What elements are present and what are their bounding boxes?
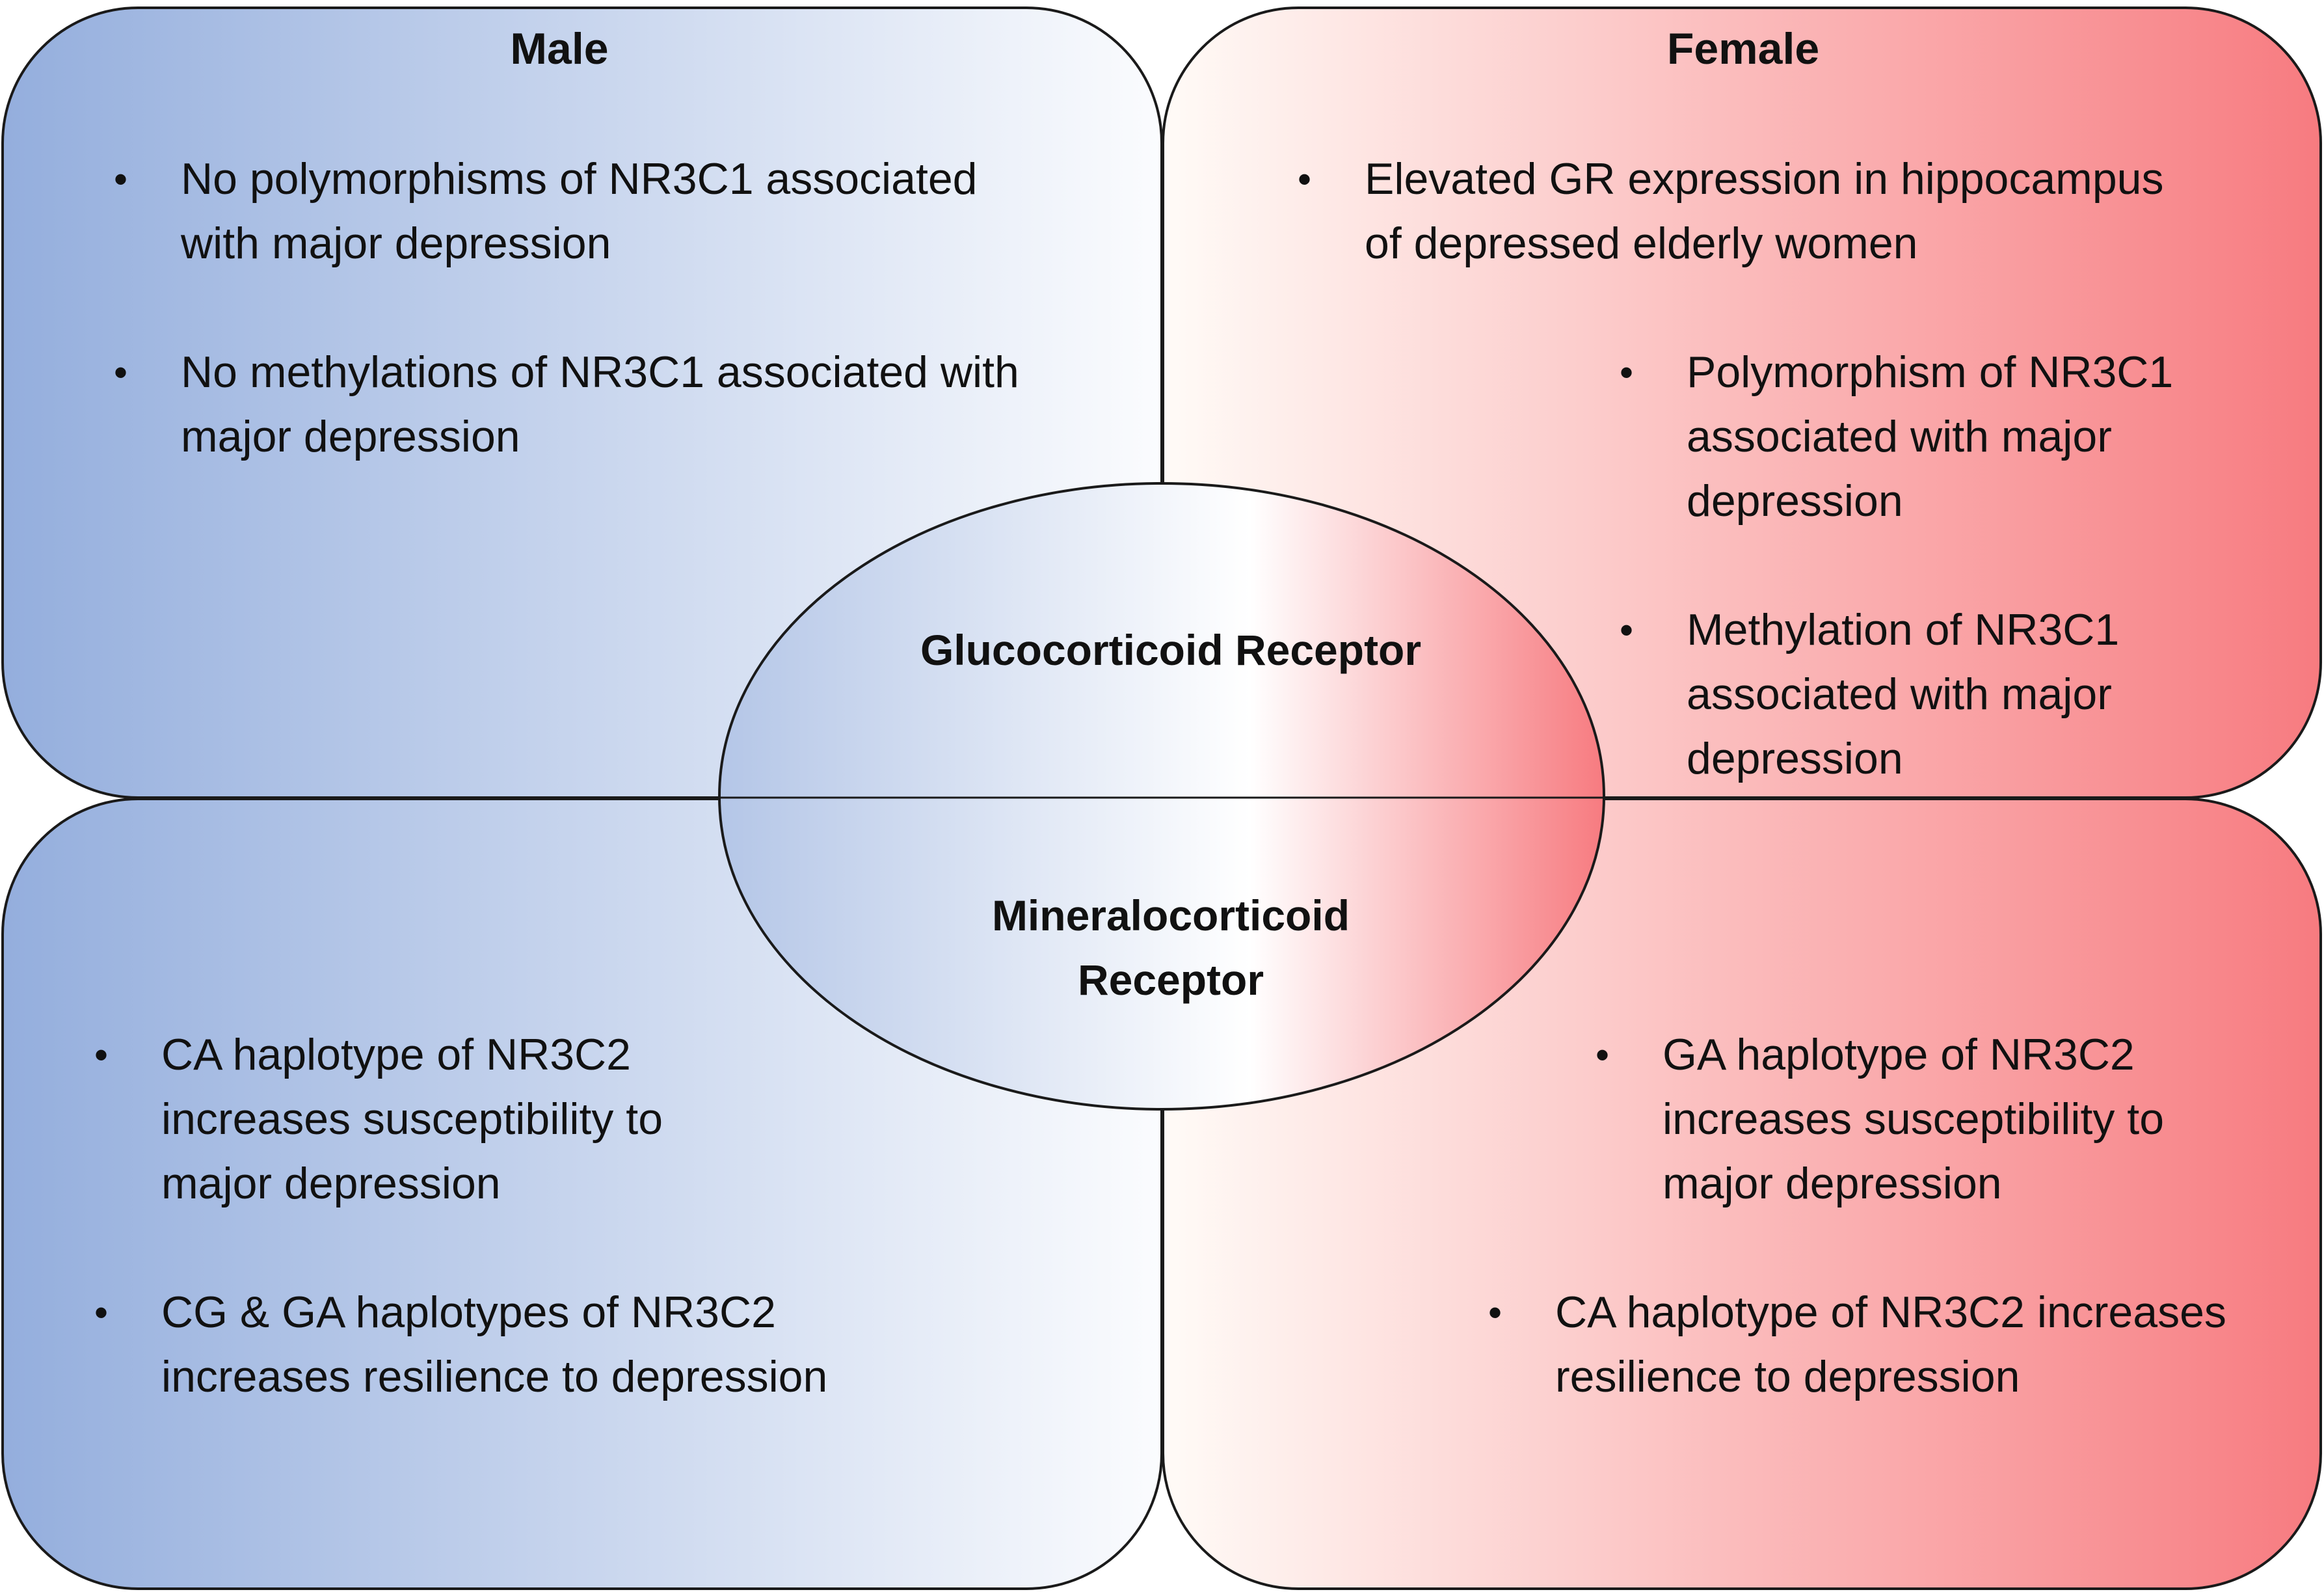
bullet-icon: • — [1298, 157, 1312, 201]
female-gr-bullet-1: • Elevated GR expression in hippocampus … — [1298, 147, 2195, 276]
bullet-icon: • — [1596, 1033, 1610, 1077]
female-mr-bullet-2: • CA haplotype of NR3C2 increases resili… — [1488, 1280, 2295, 1409]
female-heading: Female — [1666, 24, 1820, 74]
male-mr-bullet-1: • CA haplotype of NR3C2 increases suscep… — [94, 1023, 751, 1216]
mineralocorticoid-receptor-label: Mineralocorticoid Receptor — [991, 891, 1350, 1004]
glucocorticoid-receptor-label: Glucocorticoid Receptor — [920, 626, 1422, 674]
female-gr-bullet-2: • Polymorphism of NR3C1 associated with … — [1620, 340, 2244, 533]
bullet-icon: • — [114, 157, 128, 201]
male-heading: Male — [510, 24, 609, 74]
male-mr-bullet-2: • CG & GA haplotypes of NR3C2 increases … — [94, 1280, 940, 1409]
bullet-text: Elevated GR expression in hippocampus of… — [1365, 154, 2164, 268]
bullet-icon: • — [94, 1033, 109, 1077]
bullet-text: No methylations of NR3C1 associated with… — [181, 347, 1019, 461]
bullet-text: No polymorphisms of NR3C1 associated wit… — [181, 154, 978, 268]
bullet-icon: • — [1620, 351, 1634, 394]
bullet-text: CA haplotype of NR3C2 increases resilien… — [1555, 1288, 2226, 1401]
bullet-text: CG & GA haplotypes of NR3C2 increases re… — [161, 1288, 828, 1401]
female-gr-bullet-3: • Methylation of NR3C1 associated with m… — [1620, 598, 2244, 791]
male-gr-bullet-2: • No methylations of NR3C1 associated wi… — [114, 340, 1057, 469]
female-mr-bullet-1: • GA haplotype of NR3C2 increases suscep… — [1596, 1023, 2265, 1216]
receptor-oval-graphic — [718, 482, 1605, 1111]
bullet-text: Methylation of NR3C1 associated with maj… — [1687, 605, 2120, 783]
bullet-text: Polymorphism of NR3C1 associated with ma… — [1687, 347, 2174, 526]
receptor-oval — [717, 481, 1606, 1111]
male-gr-bullet-1: • No polymorphisms of NR3C1 associated w… — [114, 147, 1057, 276]
bullet-icon: • — [114, 351, 128, 394]
bullet-text: GA haplotype of NR3C2 increases suscepti… — [1663, 1030, 2165, 1208]
bullet-text: CA haplotype of NR3C2 increases suscepti… — [161, 1030, 663, 1208]
bullet-icon: • — [1488, 1291, 1503, 1334]
oval-shape — [718, 482, 1605, 1111]
bullet-icon: • — [1620, 608, 1634, 652]
bullet-icon: • — [94, 1291, 109, 1334]
